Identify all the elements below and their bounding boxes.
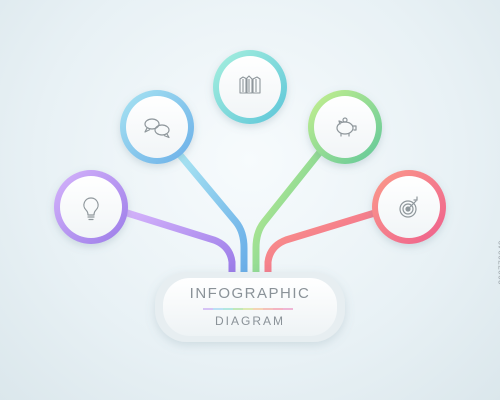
center-subtitle: DIAGRAM <box>214 314 285 328</box>
node-savings <box>308 90 382 164</box>
node-team <box>213 50 287 124</box>
speech-bubbles-icon <box>144 118 170 139</box>
piggy-bank-icon <box>336 117 357 137</box>
center-title: INFOGRAPHIC <box>189 285 311 302</box>
center-pill <box>155 272 345 342</box>
node-idea <box>54 170 128 244</box>
connector-chat <box>176 151 248 276</box>
business-people-icon <box>239 75 261 94</box>
connector-idea <box>120 208 236 276</box>
lightbulb-icon <box>83 197 99 221</box>
target-icon <box>399 196 418 218</box>
connector-target <box>264 208 382 276</box>
connector-savings <box>252 148 324 276</box>
